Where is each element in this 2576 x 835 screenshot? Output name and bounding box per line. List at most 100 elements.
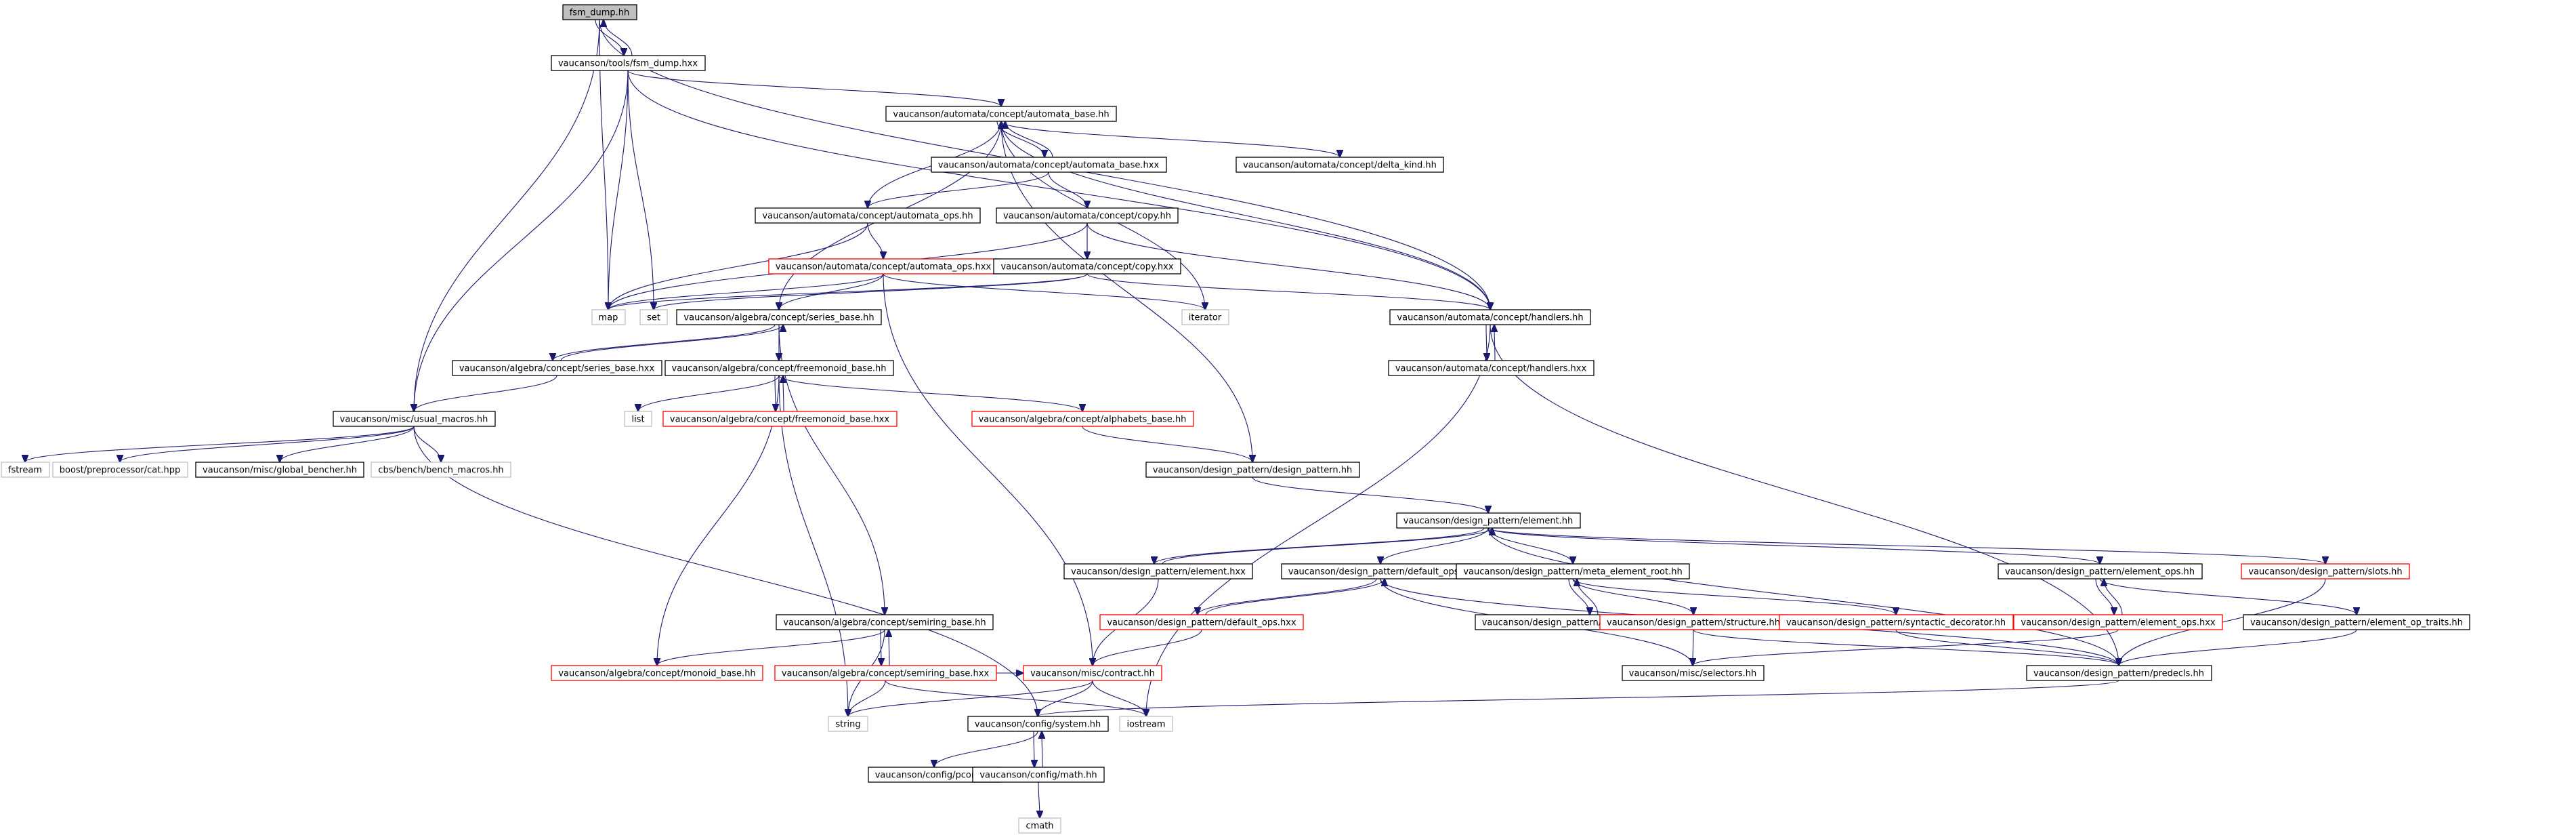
node-label: vaucanson/automata/concept/copy.hh <box>1003 211 1171 222</box>
node-system-hh[interactable]: vaucanson/config/system.hh <box>967 716 1109 732</box>
node-label: fstream <box>8 466 42 476</box>
edge-predecls-hh-to-system-hh <box>1038 680 2119 716</box>
edge-series-base-hxx-to-series-base-hh <box>560 325 783 361</box>
node-label: vaucanson/tools/fsm_dump.hxx <box>558 59 698 69</box>
node-monoid-base-hh[interactable]: vaucanson/algebra/concept/monoid_base.hh <box>551 665 763 681</box>
node-element-hh[interactable]: vaucanson/design_pattern/element.hh <box>1396 512 1581 529</box>
edge-semiring-base-hh-to-monoid-base-hh <box>657 629 885 666</box>
node-selectors-hh[interactable]: vaucanson/misc/selectors.hh <box>1622 665 1765 681</box>
node-slots-hh[interactable]: vaucanson/design_pattern/slots.hh <box>2241 563 2410 579</box>
node-copy-hh[interactable]: vaucanson/automata/concept/copy.hh <box>996 207 1179 224</box>
edge-fsm-dump-hxx-to-handlers-hh <box>627 70 1490 310</box>
node-box <box>662 411 898 427</box>
node-list[interactable]: list <box>624 411 652 427</box>
node-label: vaucanson/automata/concept/handlers.hh <box>1397 313 1583 323</box>
node-structure-hh[interactable]: vaucanson/design_pattern/structure.hh <box>1599 614 1788 630</box>
edge-freemonoid-base-hh-to-freemonoid-base-hxx <box>775 375 776 411</box>
node-string[interactable]: string <box>828 716 868 732</box>
node-box <box>996 207 1179 224</box>
node-box <box>828 716 868 732</box>
node-series-base-hh[interactable]: vaucanson/algebra/concept/series_base.hh <box>676 309 882 325</box>
edge-automata-base-hh-to-delta-kind-hh <box>1000 121 1340 157</box>
node-cmath[interactable]: cmath <box>1018 817 1061 834</box>
node-iterator[interactable]: iterator <box>1181 309 1229 325</box>
edge-freemonoid-base-hh-to-string <box>778 375 848 716</box>
node-predecls-hh[interactable]: vaucanson/design_pattern/predecls.hh <box>2026 665 2212 681</box>
node-element-hxx[interactable]: vaucanson/design_pattern/element.hxx <box>1063 563 1253 579</box>
edge-handlers-hh-to-iostream <box>1146 324 1491 716</box>
node-label: vaucanson/design_pattern/default_ops.hh <box>1288 567 1473 577</box>
node-freemonoid-base-hh[interactable]: vaucanson/algebra/concept/freemonoid_bas… <box>664 360 894 376</box>
edge-semiring-base-hxx-to-iostream <box>885 680 1146 716</box>
node-box <box>562 4 637 20</box>
node-freemonoid-base-hxx[interactable]: vaucanson/algebra/concept/freemonoid_bas… <box>662 411 898 427</box>
node-contract-hh[interactable]: vaucanson/misc/contract.hh <box>1023 665 1162 681</box>
node-default-ops-hh[interactable]: vaucanson/design_pattern/default_ops.hh <box>1281 563 1481 579</box>
node-label: iterator <box>1189 313 1222 323</box>
node-box <box>2243 614 2470 630</box>
node-element-ops-hxx[interactable]: vaucanson/design_pattern/element_ops.hxx <box>2013 614 2223 630</box>
node-global-bencher-hh[interactable]: vaucanson/misc/global_bencher.hh <box>195 462 364 478</box>
node-box <box>551 665 763 681</box>
edge-syntactic-decorator-hh-to-predecls-hh <box>1895 629 2119 666</box>
node-semiring-base-hxx[interactable]: vaucanson/algebra/concept/semiring_base.… <box>774 665 997 681</box>
node-label: cbs/bench/bench_macros.hh <box>378 466 503 476</box>
edge-fsm-dump-hxx-to-usual-macros-hh <box>414 70 629 411</box>
node-label: vaucanson/design_pattern/element.hxx <box>1071 567 1246 577</box>
node-copy-hxx[interactable]: vaucanson/automata/concept/copy.hxx <box>993 258 1181 274</box>
node-label: vaucanson/automata/concept/delta_kind.hh <box>1243 161 1437 171</box>
node-label: vaucanson/design_pattern/structure.hh <box>1607 618 1780 628</box>
node-fsm-dump-hh[interactable]: fsm_dump.hh <box>562 4 637 20</box>
node-default-ops-hxx[interactable]: vaucanson/design_pattern/default_ops.hxx <box>1099 614 1304 630</box>
node-bench-macros-hh[interactable]: cbs/bench/bench_macros.hh <box>371 462 511 478</box>
edge-usual-macros-hh-to-cat-hpp <box>120 426 415 462</box>
node-map[interactable]: map <box>591 309 626 325</box>
node-label: vaucanson/algebra/concept/monoid_base.hh <box>558 669 755 679</box>
node-meta-element-root-hh[interactable]: vaucanson/design_pattern/meta_element_ro… <box>1456 563 1690 579</box>
node-semiring-base-hh[interactable]: vaucanson/algebra/concept/semiring_base.… <box>776 614 994 630</box>
node-delta-kind-hh[interactable]: vaucanson/automata/concept/delta_kind.hh <box>1236 157 1444 173</box>
node-box <box>333 411 496 427</box>
edge-element-ops-hh-to-element-ops-hxx <box>2095 578 2114 615</box>
node-box <box>2013 614 2223 630</box>
edge-element-hh-to-slots-hh <box>1487 527 2325 564</box>
node-element-ops-hh[interactable]: vaucanson/design_pattern/element_ops.hh <box>1998 563 2203 579</box>
edge-fsm-dump-hh-to-usual-macros-hh <box>414 19 600 411</box>
node-automata-base-hxx[interactable]: vaucanson/automata/concept/automata_base… <box>931 157 1167 173</box>
node-label: vaucanson/design_pattern/predecls.hh <box>2033 669 2204 679</box>
node-automata-ops-hxx[interactable]: vaucanson/automata/concept/automata_ops.… <box>768 258 999 274</box>
node-box <box>676 309 882 325</box>
node-label: string <box>835 720 860 730</box>
node-math-hh[interactable]: vaucanson/config/math.hh <box>972 767 1105 783</box>
node-element-op-traits-hh[interactable]: vaucanson/design_pattern/element_op_trai… <box>2243 614 2470 630</box>
edge-automata-base-hxx-to-automata-ops-hh <box>868 171 1049 208</box>
node-fstream[interactable]: fstream <box>1 462 50 478</box>
node-fsm-dump-hxx[interactable]: vaucanson/tools/fsm_dump.hxx <box>551 55 706 71</box>
edge-automata-ops-hxx-to-iterator <box>883 273 1205 310</box>
node-alphabets-base-hh[interactable]: vaucanson/algebra/concept/alphabets_base… <box>971 411 1194 427</box>
node-iostream[interactable]: iostream <box>1119 716 1173 732</box>
edge-element-hh-to-default-ops-hh <box>1380 527 1489 564</box>
node-syntactic-decorator-hh[interactable]: vaucanson/design_pattern/syntactic_decor… <box>1779 614 2014 630</box>
node-label: vaucanson/algebra/concept/semiring_base.… <box>783 618 986 628</box>
node-box <box>1396 512 1581 529</box>
node-label: cmath <box>1026 821 1053 832</box>
node-box <box>1779 614 2014 630</box>
node-box <box>967 716 1109 732</box>
node-set[interactable]: set <box>639 309 668 325</box>
node-pconf-hh[interactable]: vaucanson/config/pconf.hh <box>868 767 1001 783</box>
node-handlers-hh[interactable]: vaucanson/automata/concept/handlers.hh <box>1389 309 1591 325</box>
node-series-base-hxx[interactable]: vaucanson/algebra/concept/series_base.hx… <box>452 360 662 376</box>
node-automata-base-hh[interactable]: vaucanson/automata/concept/automata_base… <box>885 106 1117 122</box>
node-label: boost/preprocessor/cat.hpp <box>60 466 180 476</box>
node-design-pattern-hh[interactable]: vaucanson/design_pattern/design_pattern.… <box>1145 462 1360 478</box>
edge-fsm-dump-hh-to-fsm-dump-hxx <box>595 19 624 56</box>
node-handlers-hxx[interactable]: vaucanson/automata/concept/handlers.hxx <box>1388 360 1595 376</box>
edge-math-hh-to-cmath <box>1038 781 1040 818</box>
edge-default-ops-hxx-to-default-ops-hh <box>1205 579 1385 615</box>
node-usual-macros-hh[interactable]: vaucanson/misc/usual_macros.hh <box>333 411 496 427</box>
node-box <box>1145 462 1360 478</box>
node-automata-ops-hh[interactable]: vaucanson/automata/concept/automata_ops.… <box>755 207 981 224</box>
node-cat-hpp[interactable]: boost/preprocessor/cat.hpp <box>52 462 188 478</box>
